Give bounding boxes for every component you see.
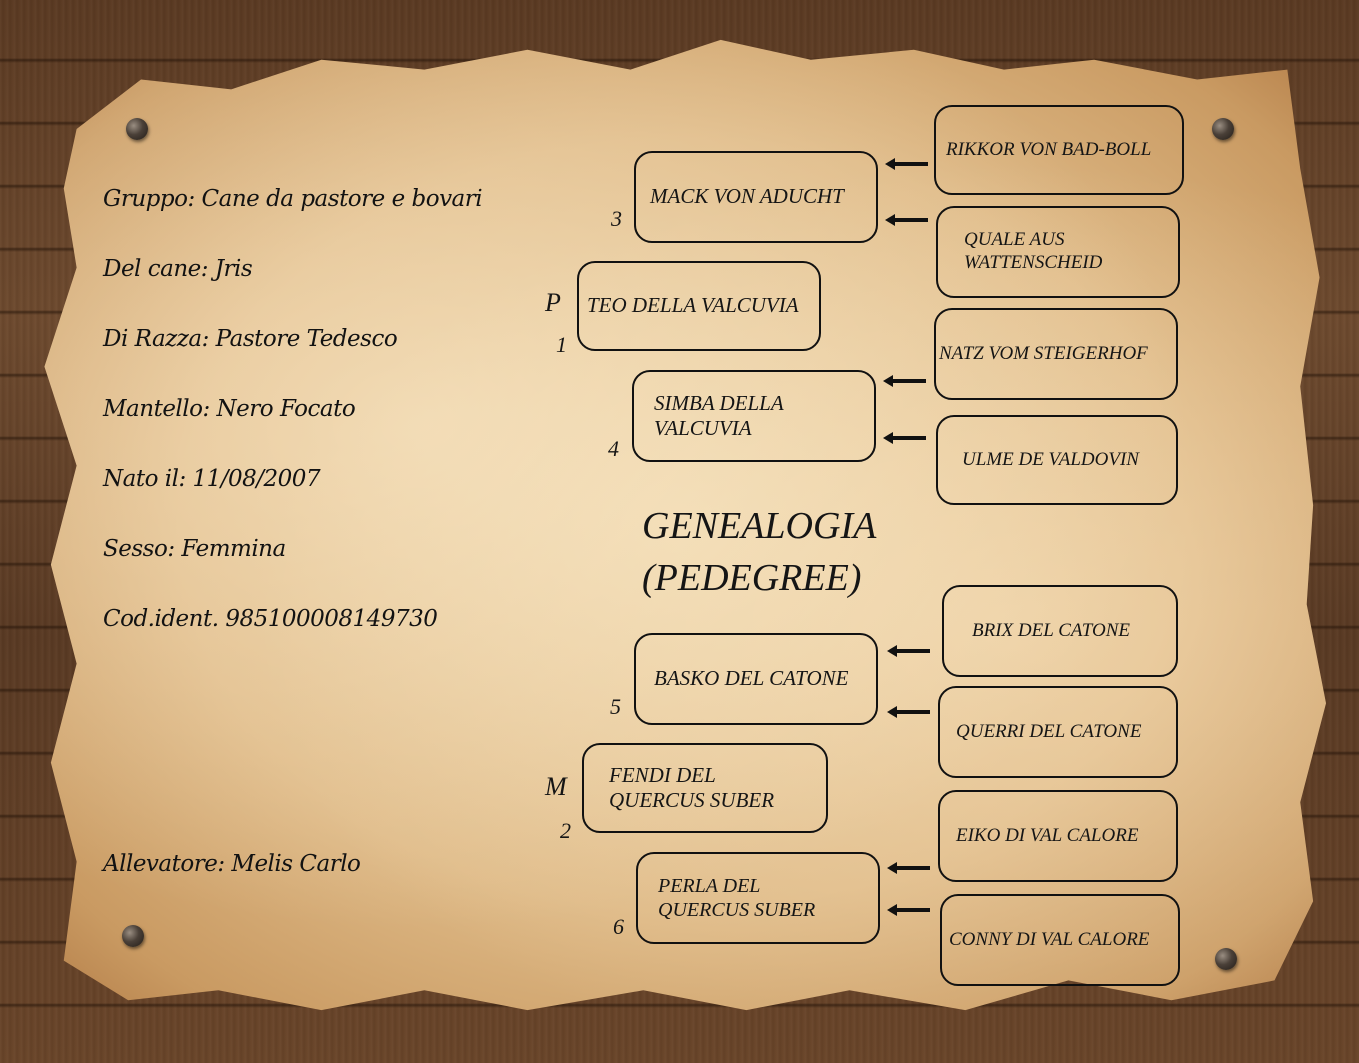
- great-grandparent-1-name: RIKKOR VON BAD-BOLL: [946, 138, 1152, 160]
- sire-name: TEO DELLA VALCUVIA: [587, 293, 799, 318]
- left-arrow-icon: [885, 158, 928, 170]
- great-grandparent-5-box: BRIX DEL CATONE: [942, 585, 1178, 677]
- great-grandparent-6-box: QUERRI DEL CATONE: [938, 686, 1178, 778]
- grandparent-4-number: 4: [608, 436, 619, 461]
- dam-box: FENDI DEL QUERCUS SUBER: [582, 743, 828, 833]
- grandparent-3-name: MACK VON ADUCHT: [650, 184, 844, 209]
- grandparent-6-name-line-1: PERLA DEL: [658, 875, 761, 897]
- grandparent-4-name-line-2: VALCUVIA: [654, 416, 752, 440]
- great-grandparent-8-name: CONNY DI VAL CALORE: [949, 928, 1150, 950]
- grandparent-5-box: BASKO DEL CATONE: [634, 633, 878, 725]
- grandparent-5-number: 5: [610, 694, 621, 719]
- great-grandparent-4-box: ULME DE VALDOVIN: [936, 415, 1178, 505]
- dam-name-line-1: FENDI DEL: [609, 762, 716, 787]
- great-grandparent-1-box: RIKKOR VON BAD-BOLL: [934, 105, 1184, 195]
- nail-icon: [122, 925, 144, 947]
- great-grandparent-3-name: NATZ VOM STEIGERHOF: [939, 342, 1148, 364]
- grandparent-5-name: BASKO DEL CATONE: [654, 666, 849, 691]
- great-grandparent-7-box: EIKO DI VAL CALORE: [938, 790, 1178, 882]
- nail-icon: [1215, 948, 1237, 970]
- great-grandparent-6-name: QUERRI DEL CATONE: [956, 720, 1142, 742]
- great-grandparent-8-box: CONNY DI VAL CALORE: [940, 894, 1180, 986]
- pedigree-title: GENEALOGIA (PEDEGREE): [642, 500, 876, 604]
- great-grandparent-4-name: ULME DE VALDOVIN: [962, 448, 1139, 470]
- great-grandparent-7-name: EIKO DI VAL CALORE: [956, 824, 1139, 846]
- info-codice: Cod.ident. 985100008149730: [103, 606, 438, 632]
- sire-box: TEO DELLA VALCUVIA: [577, 261, 821, 351]
- grandparent-4-box: SIMBA DELLA VALCUVIA: [632, 370, 876, 462]
- left-arrow-icon: [887, 645, 930, 657]
- great-grandparent-2-name-line-1: QUALE AUS: [964, 229, 1065, 251]
- info-cane: Del cane: Jris: [103, 256, 253, 282]
- dam-marker: M: [545, 772, 567, 801]
- great-grandparent-3-box: NATZ VOM STEIGERHOF: [934, 308, 1178, 400]
- grandparent-6-number: 6: [613, 914, 624, 939]
- left-arrow-icon: [887, 706, 930, 718]
- info-razza: Di Razza: Pastore Tedesco: [103, 326, 398, 352]
- info-sesso: Sesso: Femmina: [103, 536, 286, 562]
- sire-number: 1: [556, 332, 567, 357]
- nail-icon: [1212, 118, 1234, 140]
- grandparent-4-name-line-1: SIMBA DELLA: [654, 390, 784, 415]
- dam-number: 2: [560, 818, 571, 843]
- left-arrow-icon: [885, 214, 928, 226]
- info-nato: Nato il: 11/08/2007: [103, 466, 321, 492]
- grandparent-3-number: 3: [611, 206, 622, 231]
- parchment-sheet: [44, 39, 1326, 1011]
- title-line-1: GENEALOGIA: [642, 505, 877, 547]
- info-gruppo: Gruppo: Cane da pastore e bovari: [103, 186, 483, 212]
- grandparent-6-name-line-2: QUERCUS SUBER: [658, 899, 816, 921]
- grandparent-3-box: MACK VON ADUCHT: [634, 151, 878, 243]
- great-grandparent-2-box: QUALE AUS WATTENSCHEID: [936, 206, 1180, 298]
- left-arrow-icon: [883, 432, 926, 444]
- left-arrow-icon: [887, 862, 930, 874]
- left-arrow-icon: [883, 375, 926, 387]
- sire-marker: P: [545, 288, 561, 317]
- nail-icon: [126, 118, 148, 140]
- dam-name-line-2: QUERCUS SUBER: [609, 788, 775, 812]
- great-grandparent-5-name: BRIX DEL CATONE: [972, 619, 1130, 641]
- great-grandparent-2-name-line-2: WATTENSCHEID: [964, 252, 1103, 273]
- left-arrow-icon: [887, 904, 930, 916]
- info-allevatore: Allevatore: Melis Carlo: [103, 851, 361, 877]
- info-mantello: Mantello: Nero Focato: [103, 396, 356, 422]
- grandparent-6-box: PERLA DEL QUERCUS SUBER: [636, 852, 880, 944]
- title-line-2: (PEDEGREE): [642, 557, 862, 599]
